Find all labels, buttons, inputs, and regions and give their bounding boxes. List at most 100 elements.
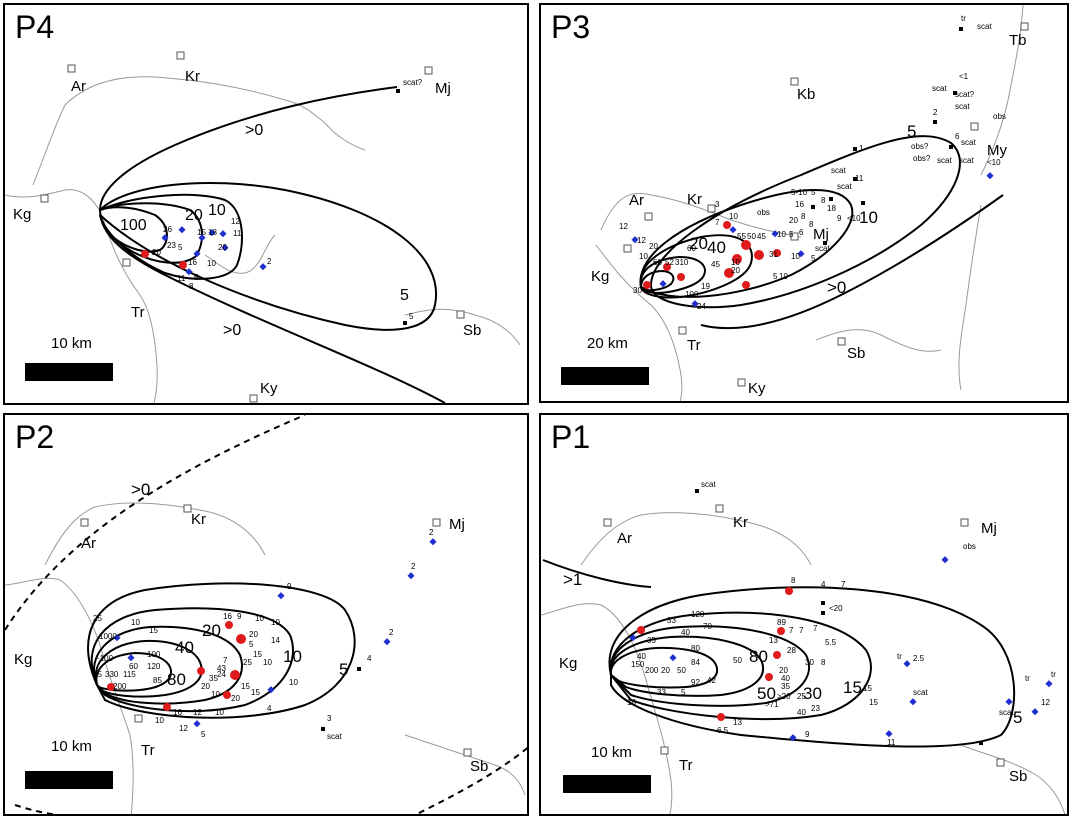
obs-label: scat bbox=[999, 708, 1014, 717]
panel-title: P4 bbox=[15, 9, 55, 45]
observation-circle bbox=[230, 670, 240, 680]
obs-label: 70 bbox=[703, 622, 712, 631]
obs-label: 6.5 bbox=[717, 726, 729, 735]
observation-square bbox=[853, 147, 857, 151]
observation-labels: scat obs 8 4 7 <20 89 7 7 13 7 5.5 28 30… bbox=[627, 480, 1056, 747]
obs-label: 10 bbox=[215, 708, 224, 717]
obs-label: 10 bbox=[639, 252, 648, 261]
observation-points bbox=[631, 27, 994, 308]
obs-label: 35 bbox=[647, 636, 656, 645]
contour-label: >0 bbox=[827, 278, 846, 297]
contour-line bbox=[649, 135, 961, 309]
obs-label: 120 bbox=[147, 662, 161, 671]
obs-label: tr bbox=[897, 652, 902, 661]
obs-label: obs? bbox=[911, 142, 929, 151]
observation-square bbox=[979, 741, 983, 745]
observation-diamond bbox=[941, 556, 949, 564]
obs-label: 11 bbox=[177, 274, 186, 283]
obs-label: 3 bbox=[327, 714, 332, 723]
obs-label: obs bbox=[963, 542, 976, 551]
obs-label: 10 bbox=[255, 614, 264, 623]
coastline bbox=[580, 512, 812, 566]
contour-line bbox=[609, 611, 872, 721]
obs-label: 28 bbox=[787, 646, 796, 655]
coastline bbox=[815, 329, 942, 352]
observation-diamond bbox=[193, 250, 201, 258]
obs-label: 2 bbox=[267, 257, 272, 266]
obs-label: 85 bbox=[93, 670, 102, 679]
town-marker-sb bbox=[456, 310, 465, 319]
obs-label: 8 bbox=[801, 212, 806, 221]
obs-label: scat bbox=[977, 22, 992, 31]
observation-square bbox=[357, 667, 361, 671]
town-label: Ky bbox=[260, 380, 278, 397]
obs-label: 5 bbox=[789, 230, 794, 239]
town-marker-sb bbox=[837, 337, 846, 346]
obs-label: 5 bbox=[409, 312, 414, 321]
obs-label: 5 bbox=[194, 273, 199, 282]
obs-label: 30 bbox=[633, 286, 642, 295]
obs-label: >20 bbox=[777, 692, 791, 701]
town-marker-sb bbox=[996, 758, 1005, 767]
coastline bbox=[958, 204, 982, 391]
observation-circle bbox=[179, 261, 187, 269]
obs-label: 50 bbox=[677, 666, 686, 675]
obs-label: 35 bbox=[209, 674, 218, 683]
obs-label: 15 bbox=[253, 650, 262, 659]
obs-label: 1000 bbox=[99, 632, 117, 641]
obs-label: 10 bbox=[155, 716, 164, 725]
town-label: Mj bbox=[813, 226, 829, 243]
obs-label: >71 bbox=[765, 700, 779, 709]
obs-label: 18 bbox=[627, 698, 636, 707]
observation-circle bbox=[741, 240, 751, 250]
obs-label: <10 bbox=[847, 214, 861, 223]
observation-diamond bbox=[789, 734, 797, 742]
obs-label: 20 bbox=[249, 630, 258, 639]
map-p2: Ar Kr Mj Kg Tr Sb >0 20 40 80 10 5 bbox=[5, 415, 527, 814]
town-marker-tr bbox=[660, 746, 669, 755]
contour-label: 40 bbox=[175, 638, 194, 657]
contour-label: 15 bbox=[843, 678, 862, 697]
coastline bbox=[404, 308, 521, 346]
obs-label: scat bbox=[837, 182, 852, 191]
contour-label: 100 bbox=[120, 217, 147, 234]
obs-label: 10 bbox=[779, 272, 788, 281]
map-panel-p2: Ar Kr Mj Kg Tr Sb >0 20 40 80 10 5 bbox=[3, 413, 529, 816]
coastline bbox=[5, 189, 158, 403]
obs-label: 20 bbox=[231, 694, 240, 703]
contour-label: 20 bbox=[202, 621, 221, 640]
town-marker-kr bbox=[176, 51, 185, 60]
obs-label: tr bbox=[1051, 670, 1056, 679]
contour-line-dashed bbox=[5, 415, 306, 631]
obs-label: 45 bbox=[711, 260, 720, 269]
obs-label: 11 bbox=[855, 174, 864, 183]
contour-line bbox=[98, 86, 446, 403]
town-label: Ky bbox=[748, 380, 766, 397]
obs-label: 31 bbox=[769, 250, 778, 259]
town-marker-ar bbox=[603, 518, 612, 527]
observation-points bbox=[141, 89, 407, 325]
observation-diamond bbox=[1045, 680, 1053, 688]
obs-label: scat? bbox=[403, 78, 423, 87]
obs-label: 85 bbox=[153, 676, 162, 685]
town-marker-kr bbox=[707, 204, 716, 213]
obs-label: 20 bbox=[649, 242, 658, 251]
obs-label: 12 bbox=[179, 724, 188, 733]
town-marker-mj bbox=[960, 518, 969, 527]
obs-label: 60 bbox=[653, 258, 662, 267]
observation-diamond bbox=[407, 572, 415, 580]
obs-label: 10 bbox=[777, 230, 786, 239]
obs-label: 20 bbox=[661, 666, 670, 675]
town-label: Tr bbox=[131, 304, 145, 321]
observation-square bbox=[821, 601, 825, 605]
obs-label: 8 bbox=[821, 196, 826, 205]
obs-label: 10 bbox=[791, 252, 800, 261]
obs-label: 84 bbox=[691, 658, 700, 667]
obs-label: 200 bbox=[645, 666, 659, 675]
obs-label: 10 bbox=[271, 618, 280, 627]
obs-label: 150 bbox=[631, 660, 645, 669]
obs-label: 30 bbox=[805, 658, 814, 667]
contour-label: 5 bbox=[339, 660, 348, 679]
observation-diamond bbox=[178, 226, 186, 234]
town-marker-mj bbox=[432, 518, 441, 527]
